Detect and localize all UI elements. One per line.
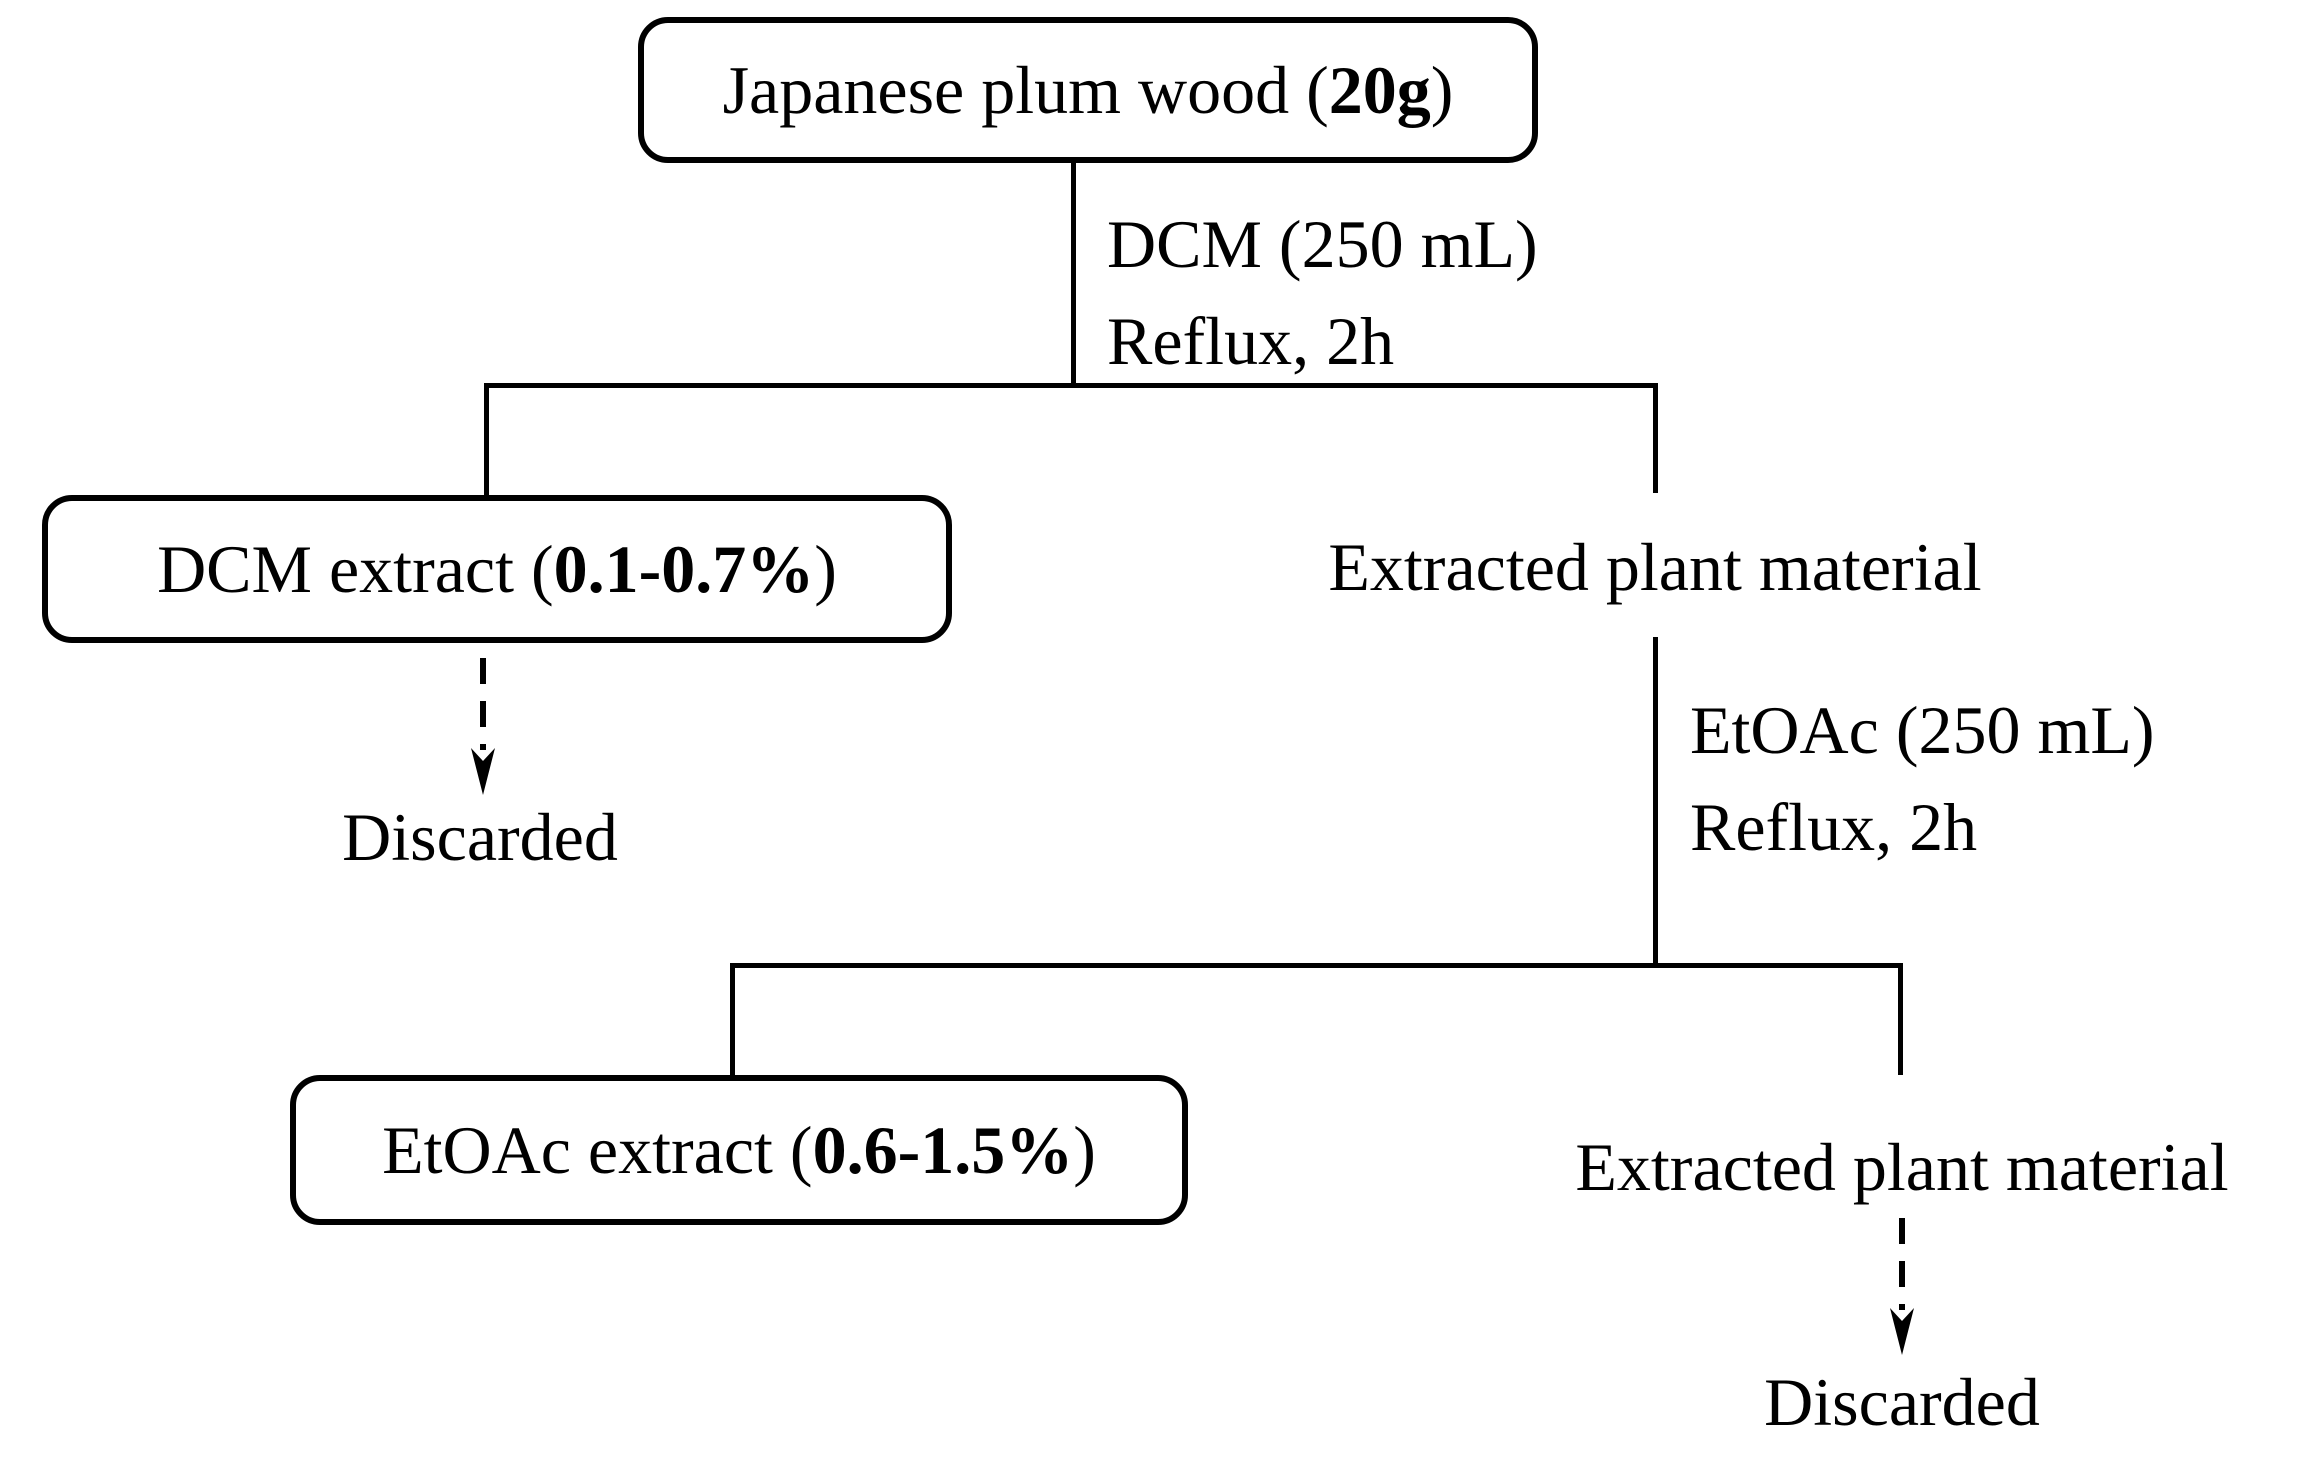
label-extracted-plant-material-2: Extracted plant material bbox=[1575, 1129, 2229, 1205]
dcm-conditions-label: Reflux, 2h bbox=[1107, 303, 1395, 379]
edge-label-dcm-step: DCM (250 mL) Reflux, 2h bbox=[1107, 196, 1538, 390]
connector-branch2-horizontal bbox=[730, 963, 1903, 968]
label-discarded-1: Discarded bbox=[342, 799, 618, 875]
connector-extracted1-down bbox=[1653, 637, 1658, 963]
connector-branch2-right-down bbox=[1898, 963, 1903, 1075]
connector-branch1-left-down bbox=[484, 383, 489, 496]
edge-label-etoac-step: EtOAc (250 mL) Reflux, 2h bbox=[1690, 682, 2155, 876]
connector-branch1-horizontal bbox=[484, 383, 1658, 388]
node-dcm-extract: DCM extract (0.1-0.7%) bbox=[42, 495, 952, 643]
etoac-conditions-label: Reflux, 2h bbox=[1690, 789, 1978, 865]
node-japanese-plum-wood-label: Japanese plum wood (20g) bbox=[722, 51, 1454, 128]
discard-arrow-2-icon bbox=[1890, 1218, 1914, 1355]
connector-branch2-left-down bbox=[730, 963, 735, 1075]
node-dcm-extract-label: DCM extract (0.1-0.7%) bbox=[157, 530, 837, 607]
connector-branch1-right-down bbox=[1653, 383, 1658, 493]
node-japanese-plum-wood: Japanese plum wood (20g) bbox=[638, 17, 1538, 163]
node-etoac-extract: EtOAc extract (0.6-1.5%) bbox=[290, 1075, 1188, 1225]
connector-source-down bbox=[1071, 161, 1076, 385]
label-discarded-2: Discarded bbox=[1764, 1364, 2040, 1440]
label-extracted-plant-material-1: Extracted plant material bbox=[1328, 529, 1982, 605]
node-etoac-extract-label: EtOAc extract (0.6-1.5%) bbox=[382, 1111, 1096, 1188]
etoac-solvent-label: EtOAc (250 mL) bbox=[1690, 692, 2155, 768]
discard-arrow-1-icon bbox=[471, 658, 495, 795]
dcm-solvent-label: DCM (250 mL) bbox=[1107, 206, 1538, 282]
